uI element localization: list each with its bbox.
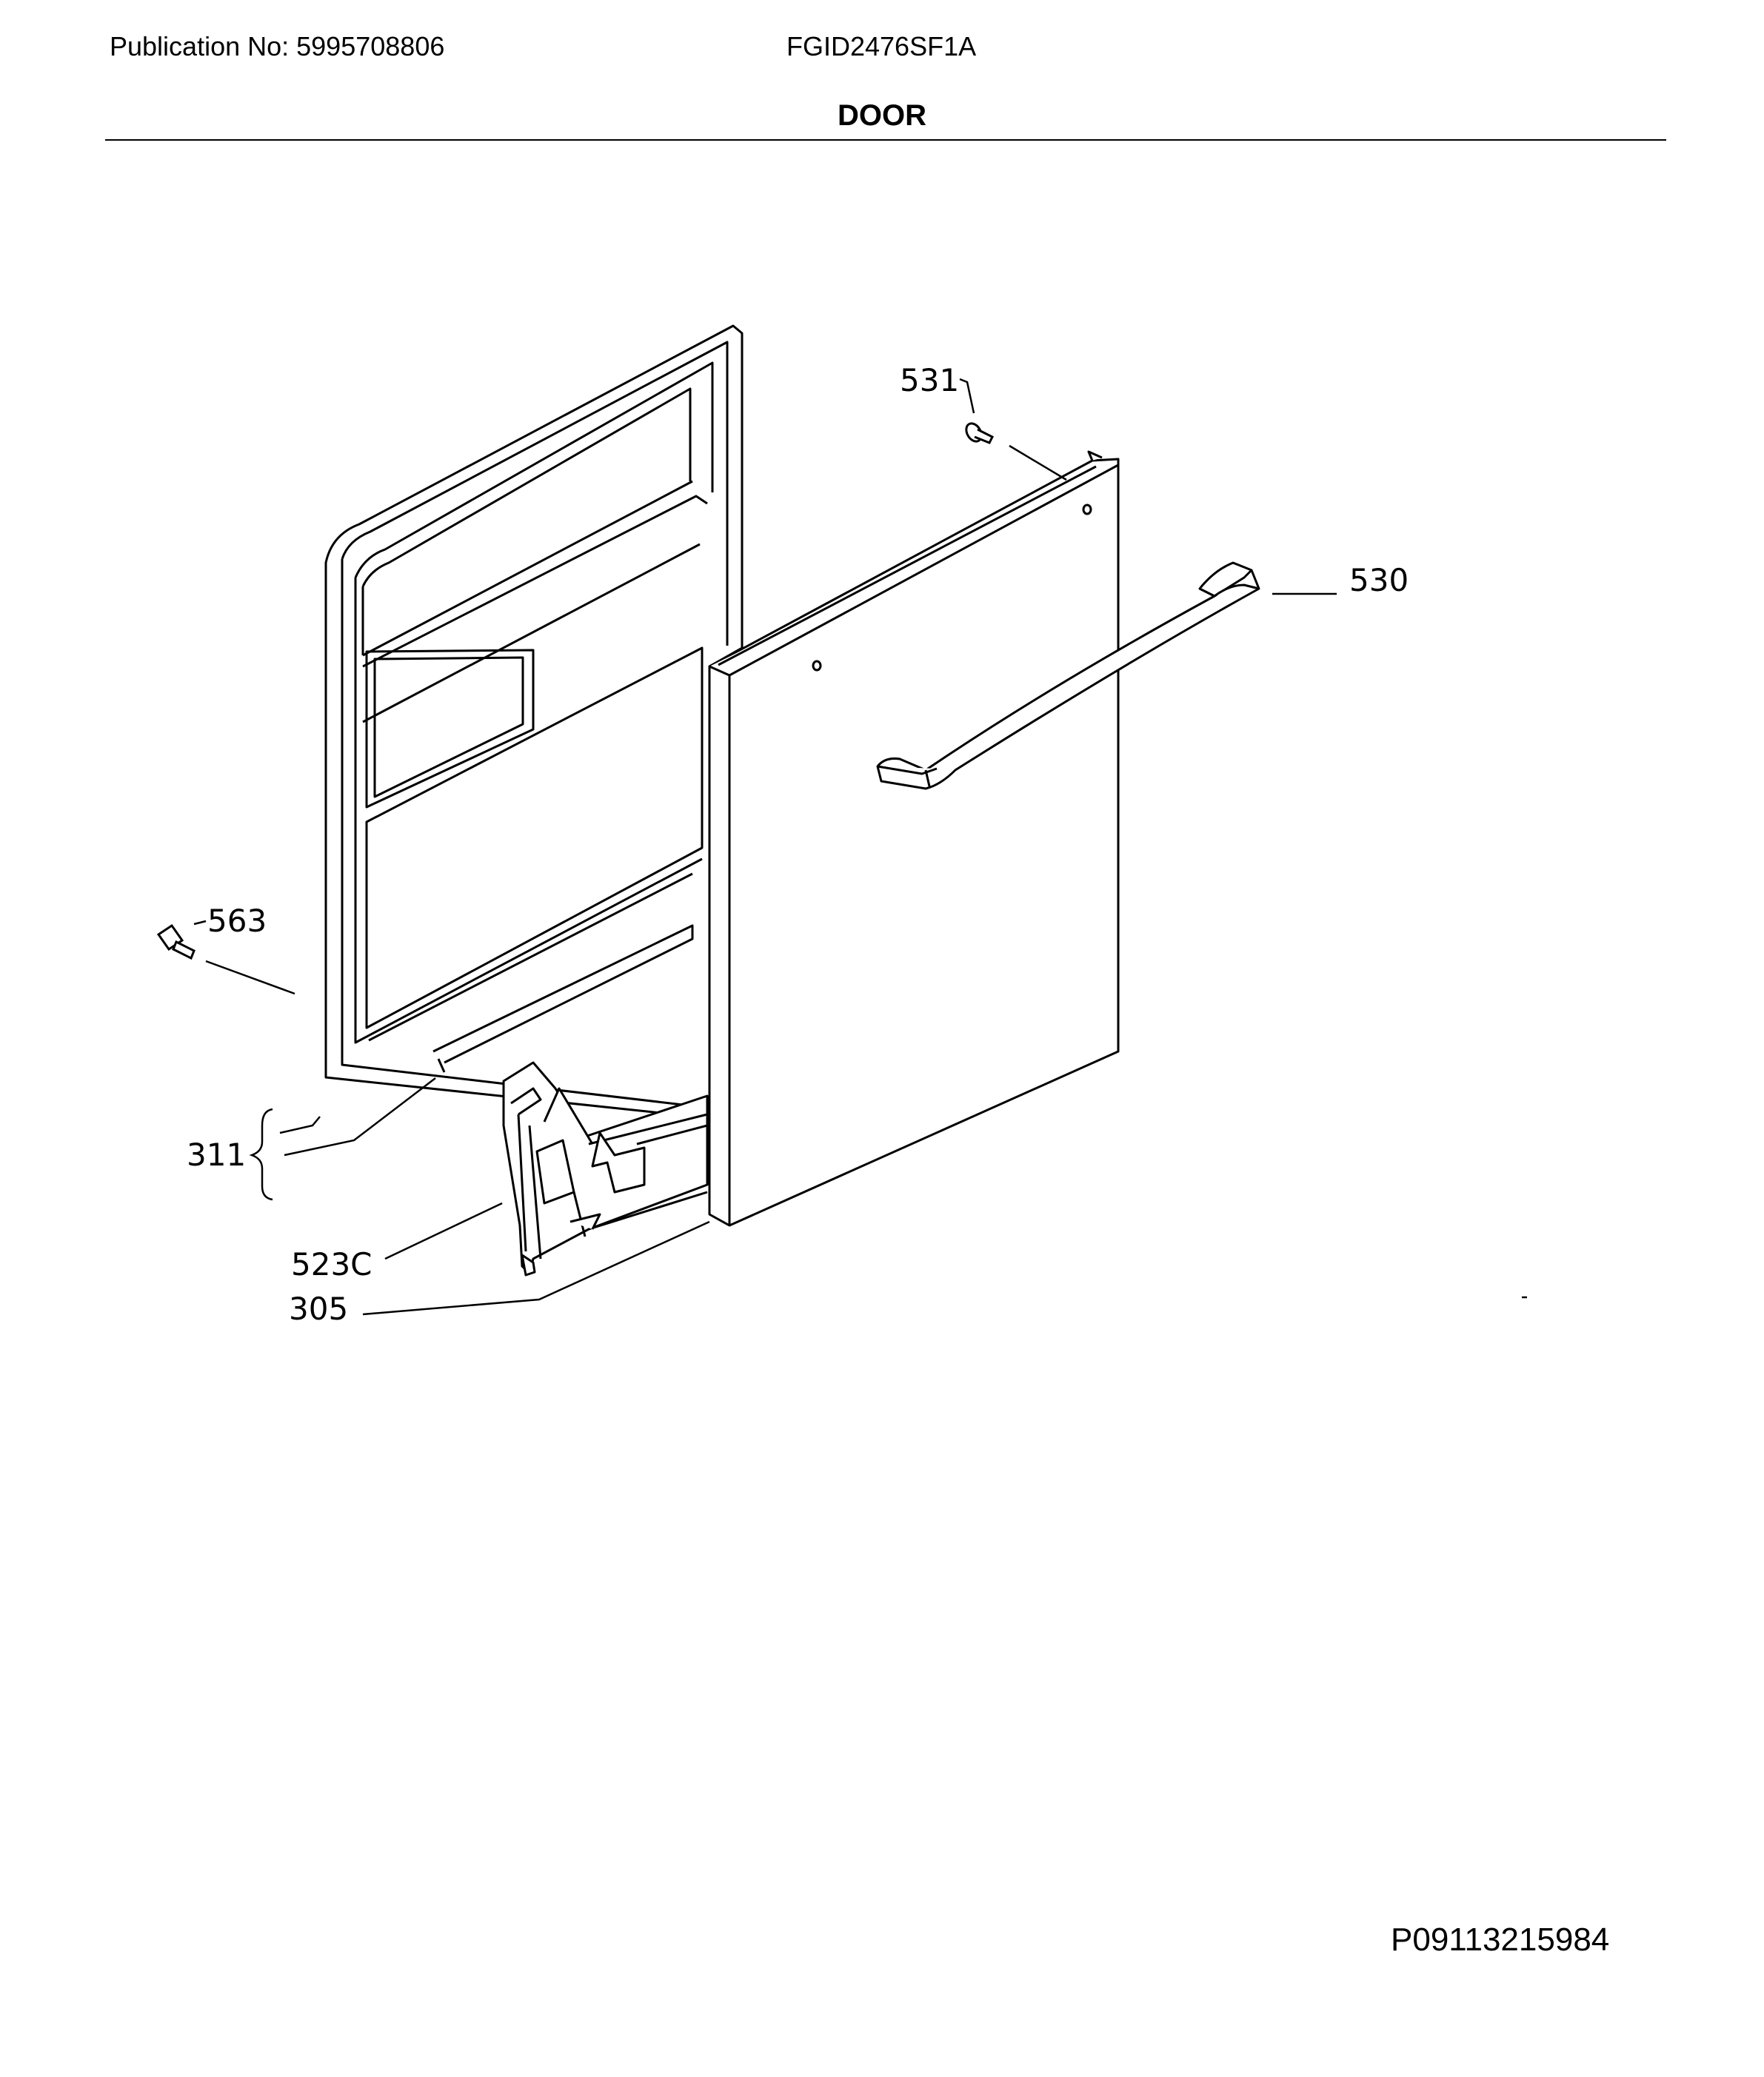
callout-531: 531 [900, 362, 959, 398]
inner-door-panel [324, 324, 744, 1120]
leader-563-panel [205, 960, 295, 995]
leader-305 [362, 1220, 710, 1316]
leader-311-a [279, 1116, 321, 1134]
callout-305: 305 [289, 1291, 348, 1327]
screw-563 [156, 923, 196, 960]
outer-door-panel [708, 450, 1120, 1227]
callout-563: 563 [207, 903, 267, 939]
leader-lines [193, 378, 1527, 1316]
callout-311: 311 [187, 1137, 246, 1173]
drawing-code: P09113215984 [1391, 1922, 1610, 1958]
leader-523c [384, 1202, 503, 1260]
header-rule [105, 139, 1666, 141]
publication-number: Publication No: 5995708806 [110, 31, 445, 61]
section-title: DOOR [838, 99, 926, 132]
door-handle [876, 561, 1260, 790]
callout-523c: 523C [291, 1246, 372, 1282]
hinge-bracket [502, 1061, 709, 1277]
leader-531 [959, 378, 975, 414]
brace-311 [249, 1108, 273, 1201]
leader-531-panel [1009, 444, 1067, 481]
callout-530: 530 [1349, 562, 1409, 598]
screw-531 [965, 422, 995, 444]
leader-311-b [284, 1077, 436, 1157]
leader-563 [193, 920, 207, 926]
model-number: FGID2476SF1A [786, 31, 977, 61]
